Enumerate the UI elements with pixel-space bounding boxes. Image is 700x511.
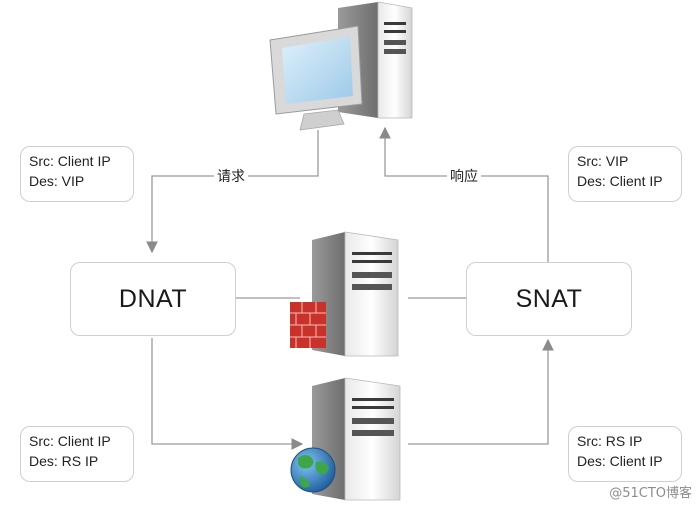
firewall-icon xyxy=(290,302,326,348)
response-arrow xyxy=(379,126,549,262)
note-bottom-left: Src: Client IP Des: RS IP xyxy=(20,426,134,482)
dnat-realserver-arrow xyxy=(151,338,304,450)
note-top-right: Src: VIP Des: Client IP xyxy=(568,146,682,202)
note-des: Des: Client IP xyxy=(577,453,663,469)
response-label: 响应 xyxy=(447,166,481,186)
request-label: 请求 xyxy=(214,166,248,186)
web-server-icon xyxy=(290,377,401,501)
note-top-left: Src: Client IP Des: VIP xyxy=(20,146,134,202)
note-src: Src: Client IP xyxy=(29,153,111,169)
watermark: @51CTO博客 xyxy=(609,486,692,501)
note-bottom-right: Src: RS IP Des: Client IP xyxy=(568,426,682,482)
note-des: Des: RS IP xyxy=(29,453,99,469)
note-src: Src: RS IP xyxy=(577,433,643,449)
globe-icon xyxy=(290,447,336,493)
firewall-server-icon xyxy=(290,231,399,357)
snat-label: SNAT xyxy=(515,284,583,313)
request-arrow xyxy=(146,130,319,254)
note-des: Des: VIP xyxy=(29,173,85,189)
snat-node: SNAT xyxy=(466,262,632,336)
note-src: Src: Client IP xyxy=(29,433,111,449)
dnat-label: DNAT xyxy=(118,284,188,313)
dnat-node: DNAT xyxy=(70,262,236,336)
realserver-snat-arrow xyxy=(408,338,554,445)
note-src: Src: VIP xyxy=(577,153,629,169)
client-computer-icon xyxy=(269,1,413,131)
note-des: Des: Client IP xyxy=(577,173,663,189)
